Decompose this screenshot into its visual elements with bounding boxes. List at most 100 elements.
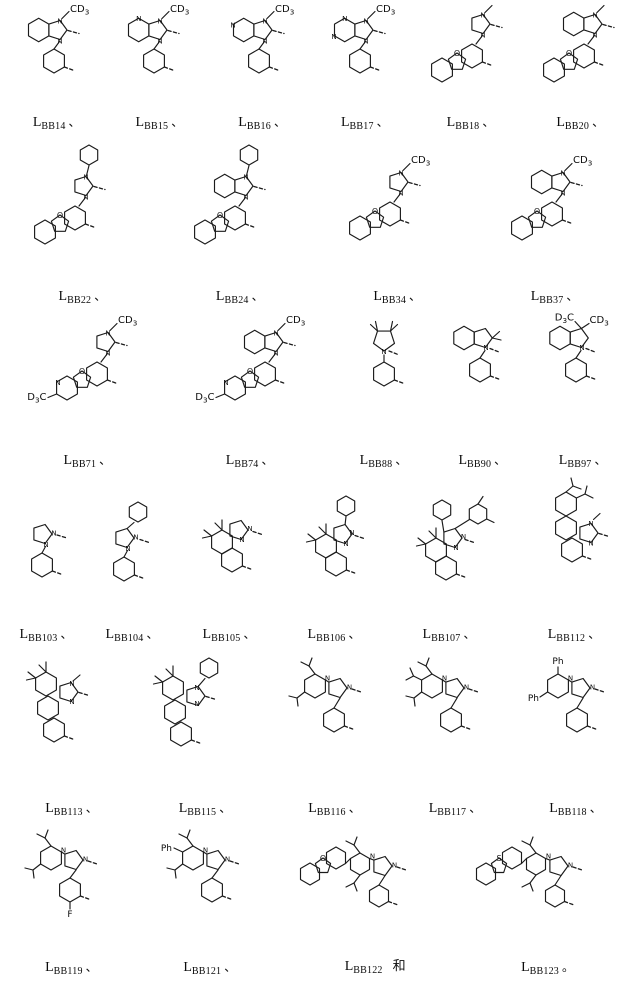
bond-line xyxy=(44,837,52,847)
six-membered-ring xyxy=(322,707,345,733)
bond-line xyxy=(441,679,447,683)
molecule-label-LBB24: LBB24、 xyxy=(216,288,264,306)
atom-label: D3C xyxy=(195,392,214,404)
ligand-prefix: L xyxy=(344,959,354,974)
bond-line xyxy=(295,697,299,707)
bond-line xyxy=(37,664,47,673)
six-membered-ring xyxy=(555,491,577,517)
molecule-structure-LBB24: NNO xyxy=(193,144,266,245)
atom-label: N xyxy=(480,12,485,20)
bond-line xyxy=(565,485,574,493)
five-membered-ring xyxy=(354,19,374,41)
bond-line xyxy=(520,840,531,846)
atom-label: N xyxy=(247,525,252,533)
bond-line xyxy=(47,393,58,399)
label-separator: 、 xyxy=(171,115,184,129)
six-membered-ring xyxy=(379,201,402,227)
atom-label: Ph xyxy=(527,694,538,704)
atom-label: N xyxy=(56,379,61,387)
coordination-dash xyxy=(133,574,145,580)
ligand-subscript: BB22 xyxy=(67,295,92,306)
six-membered-ring xyxy=(565,707,588,733)
six-membered-ring xyxy=(143,48,166,74)
bond-line xyxy=(528,844,537,854)
bond-line xyxy=(332,697,341,709)
six-membered-ring xyxy=(34,671,57,697)
bond-line xyxy=(26,671,36,679)
five-membered-ring xyxy=(253,19,273,41)
atom-label: N xyxy=(243,174,248,182)
label-separator: 、 xyxy=(99,453,112,467)
six-membered-ring xyxy=(460,43,483,69)
atom-label: N xyxy=(133,534,138,542)
six-membered-ring xyxy=(64,205,87,231)
atom-label: Ph xyxy=(552,657,563,667)
ligand-prefix: L xyxy=(428,801,438,816)
coordination-dash xyxy=(67,29,80,35)
label-separator: 、 xyxy=(85,801,98,815)
atom-label: N xyxy=(593,32,598,40)
five-membered-ring xyxy=(579,522,599,544)
six-membered-ring xyxy=(425,537,447,563)
bond-line xyxy=(570,477,574,487)
molecule-structure-LBB18: NNO xyxy=(430,4,503,83)
five-membered-ring xyxy=(148,19,168,41)
atom-label: N xyxy=(57,18,62,26)
ligand-prefix: L xyxy=(45,960,54,975)
bond-line xyxy=(528,882,534,892)
bond-line xyxy=(24,867,34,871)
bond-line xyxy=(417,537,427,545)
molecule-label-LBB17: LBB17、 xyxy=(341,114,389,132)
six-membered-ring xyxy=(573,43,596,69)
six-membered-ring xyxy=(325,551,347,577)
five-membered-ring xyxy=(206,849,226,871)
six-membered-ring xyxy=(42,717,65,743)
coordination-dash xyxy=(85,223,97,229)
six-membered-ring xyxy=(555,515,577,541)
ligand-prefix: L xyxy=(521,960,530,975)
bond-line xyxy=(305,539,317,543)
coordination-dash xyxy=(107,379,118,385)
bond-line xyxy=(353,882,358,892)
ligand-subscript: BB116 xyxy=(316,807,346,818)
six-membered-ring xyxy=(170,721,192,747)
bond-line xyxy=(575,697,584,709)
six-membered-ring xyxy=(432,499,452,521)
coordination-dash xyxy=(350,688,362,693)
five-membered-ring xyxy=(51,214,70,232)
label-separator: 、 xyxy=(592,115,605,129)
six-membered-ring xyxy=(86,361,109,387)
ligand-prefix: L xyxy=(549,801,558,816)
atom-label: D3C xyxy=(554,313,573,325)
bond-line xyxy=(174,869,177,879)
label-separator: 。 xyxy=(562,960,575,974)
ligand-subscript: BB113 xyxy=(53,807,83,818)
ligand-prefix: L xyxy=(135,115,145,130)
molecule-structure-LBB107: NN xyxy=(415,495,495,581)
bond-line xyxy=(186,837,194,847)
coordination-dash xyxy=(581,555,593,561)
ligand-subscript: BB117 xyxy=(437,807,467,818)
coordination-dash xyxy=(241,565,253,571)
five-membered-ring xyxy=(365,210,385,228)
ligand-prefix: L xyxy=(183,960,192,975)
six-membered-ring xyxy=(530,169,553,195)
bond-line xyxy=(100,352,109,363)
coordination-dash xyxy=(167,29,181,35)
label-separator: 、 xyxy=(494,453,507,467)
molecule-label-LBB106: LBB106、 xyxy=(308,626,361,644)
